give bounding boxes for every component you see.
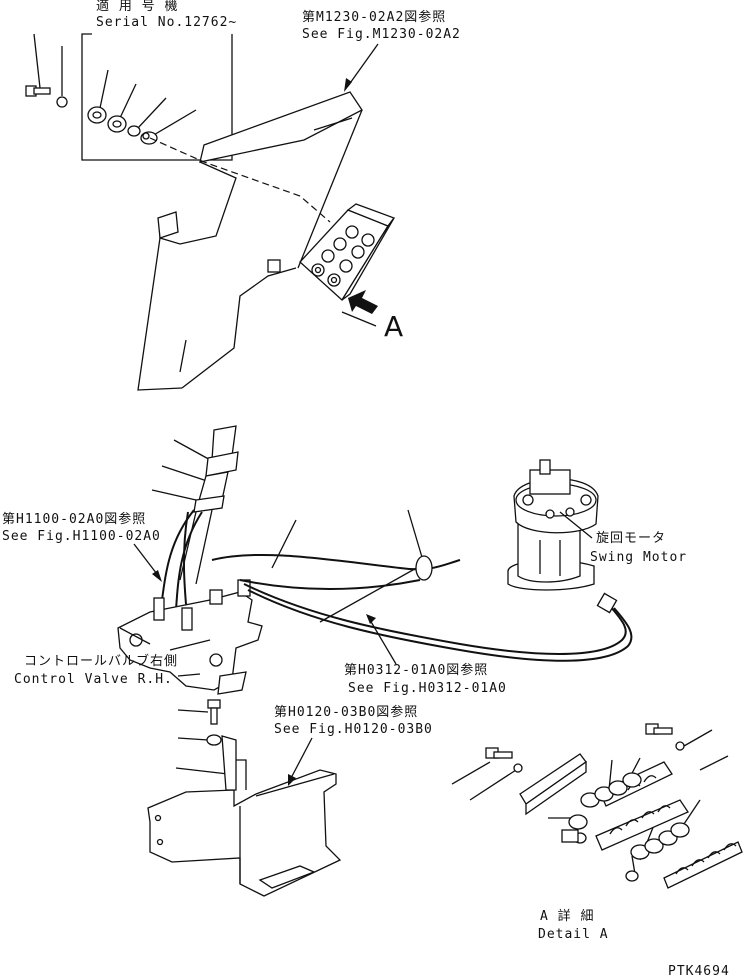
ref-h1100-en: See Fig.H1100-02A0 xyxy=(2,529,161,544)
swing-motor xyxy=(507,459,599,591)
bracket-plate xyxy=(137,91,363,391)
drawing-number: PTK4694 xyxy=(668,964,730,979)
control-valve-leader xyxy=(177,673,201,677)
swing-motor-en: Swing Motor xyxy=(590,550,687,565)
washer-stack xyxy=(87,69,197,145)
ref-h0120-en: See Fig.H0120-03B0 xyxy=(274,722,433,737)
ref-h1100: 第H1100-02A0図参照 See Fig.H1100-02A0 xyxy=(2,511,162,582)
control-valve xyxy=(117,579,263,695)
bolt-center-line xyxy=(149,137,331,223)
serial-label-jp: 適 用 号 機 xyxy=(96,0,178,14)
view-a-label: A xyxy=(384,310,403,343)
hose-clamp xyxy=(271,509,433,581)
bolt-and-washer-top xyxy=(25,33,68,108)
ref-h1100-jp: 第H1100-02A0図参照 xyxy=(2,511,146,527)
ref-h0120-jp: 第H0120-03B0図参照 xyxy=(274,704,418,720)
control-valve-jp: コントロールバルブ右側 xyxy=(24,653,178,669)
ref-h0312-en: See Fig.H0312-01A0 xyxy=(348,681,507,696)
swing-motor-jp: 旋回モータ xyxy=(596,531,666,546)
detail-a-en: Detail A xyxy=(538,927,609,942)
ref-h0120: 第H0120-03B0図参照 See Fig.H0120-03B0 xyxy=(274,704,433,786)
view-arrow-a: A xyxy=(341,290,403,343)
bottom-bracket xyxy=(147,735,342,897)
detail-a-view xyxy=(451,723,743,889)
control-valve-en: Control Valve R.H. xyxy=(14,672,173,687)
serial-applicability-box: 適 用 号 機 Serial No.12762~ xyxy=(81,0,237,161)
ref-m1230: 第M1230-02A2図参照 See Fig.M1230-02A2 xyxy=(302,9,461,92)
ref-h0312-jp: 第H0312-01A0図参照 xyxy=(344,662,488,678)
valve-block-top xyxy=(299,203,396,302)
lever-tube xyxy=(179,425,239,585)
ref-m1230-jp: 第M1230-02A2図参照 xyxy=(302,9,446,25)
ref-h0312: 第H0312-01A0図参照 See Fig.H0312-01A0 xyxy=(344,614,507,696)
detail-a-jp: A 詳 細 xyxy=(540,908,594,924)
ref-m1230-en: See Fig.M1230-02A2 xyxy=(302,27,461,42)
bottom-bolt-leaders xyxy=(175,699,229,775)
serial-label-en: Serial No.12762~ xyxy=(96,15,237,30)
swing-hose xyxy=(211,553,633,662)
